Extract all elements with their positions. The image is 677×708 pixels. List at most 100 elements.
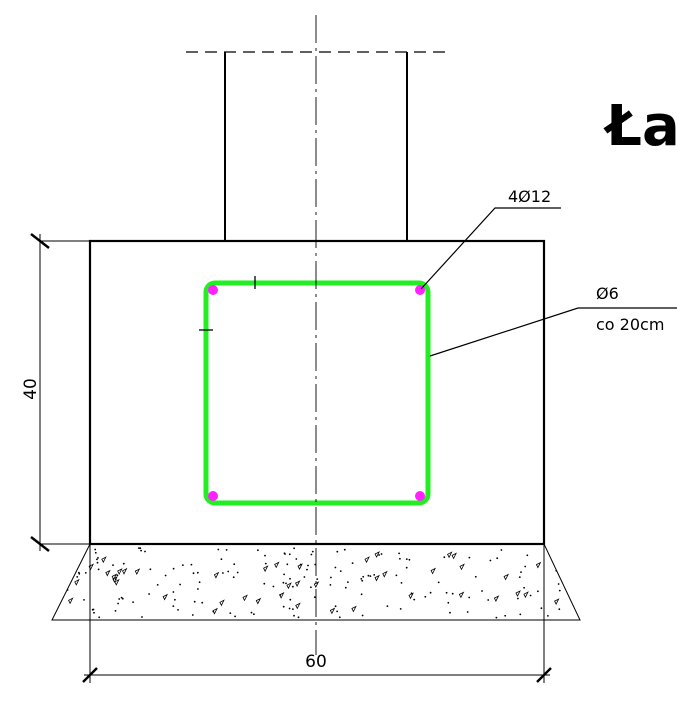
hatch-dot <box>114 610 117 612</box>
hatch-dot <box>334 605 337 608</box>
hatch-dot <box>54 572 57 575</box>
hatch-dot <box>217 548 220 551</box>
rebar-dot <box>208 285 218 295</box>
hatch-triangle <box>242 594 248 602</box>
hatch-triangle <box>213 571 220 579</box>
hatch-triangle <box>554 598 560 605</box>
hatch-triangle <box>121 567 128 575</box>
main-bars-leader <box>420 207 561 290</box>
hatch-triangle <box>74 578 80 586</box>
hatch-dot <box>191 614 194 616</box>
hatch-dot <box>289 598 292 601</box>
hatch-dot <box>292 585 294 588</box>
hatch-triangle <box>69 566 75 574</box>
hatch-dot <box>437 581 440 584</box>
hatch-triangle <box>134 568 141 575</box>
hatch-dot <box>399 557 401 560</box>
hatch-dot <box>190 563 193 566</box>
hatch-dot <box>398 552 400 555</box>
hatch-dot <box>196 571 199 574</box>
hatch-dot <box>272 585 275 588</box>
width-dimension-label: 60 <box>305 652 327 672</box>
hatch-dot <box>540 607 543 610</box>
hatch-triangle <box>286 582 292 590</box>
hatch-triangle <box>374 551 380 558</box>
hatch-dot <box>351 562 354 564</box>
hatch-triangle <box>255 597 262 605</box>
hatch-dot <box>97 568 100 571</box>
hatch-dot <box>121 597 124 600</box>
hatch-dot <box>148 593 151 595</box>
hatch-dot <box>481 590 483 592</box>
hatch-dot <box>164 574 167 577</box>
hatch-dot <box>220 558 223 561</box>
hatch-triangle <box>263 565 269 573</box>
hatch-dot <box>399 608 402 610</box>
hatch-dot <box>557 583 560 585</box>
hatch-dot <box>518 576 521 578</box>
hatch-dot <box>118 598 121 600</box>
hatch-dot <box>283 573 285 576</box>
subgrade-layer <box>51 543 581 621</box>
hatch-dot <box>94 551 97 554</box>
hatch-triangle <box>382 570 388 578</box>
hatch-dot <box>360 578 363 580</box>
hatch-dot <box>380 553 383 555</box>
hatch-dot <box>468 556 471 559</box>
hatch-dot <box>500 549 503 551</box>
hatch-dot <box>97 557 99 559</box>
hatch-dot <box>449 611 451 614</box>
hatch-dot <box>192 572 195 575</box>
hatch-dot <box>263 582 266 585</box>
hatch-triangle <box>212 607 218 615</box>
hatch-dot <box>139 547 142 550</box>
hatch-triangle <box>458 591 465 599</box>
hatch-dot <box>289 577 291 580</box>
hatch-triangle <box>274 561 280 569</box>
hatch-dot <box>264 554 266 557</box>
hatch-dot <box>292 608 294 610</box>
hatch-dot <box>172 567 175 570</box>
hatch-dot <box>504 614 507 617</box>
hatch-dot <box>316 578 319 580</box>
hatch-triangle <box>105 569 111 577</box>
hatch-dot <box>526 554 529 557</box>
hatch-dot <box>91 608 94 611</box>
hatch-triangle <box>447 551 453 559</box>
hatch-dot <box>451 592 454 595</box>
hatch-dot <box>361 579 364 582</box>
hatch-triangle <box>523 591 529 599</box>
hatch-dot <box>201 601 204 604</box>
hatch-triangle <box>535 561 542 569</box>
hatch-dot <box>336 610 338 613</box>
hatch-dot <box>149 568 152 571</box>
hatch-dot <box>496 557 499 560</box>
hatch-dot <box>297 616 300 619</box>
hatch-dot <box>429 591 432 594</box>
hatch-dot <box>250 611 253 614</box>
hatch-triangle <box>114 578 120 586</box>
hatch-triangle <box>515 590 521 597</box>
hatch-dot <box>96 558 98 561</box>
hatch-dot <box>313 596 316 599</box>
hatch-triangle <box>162 593 168 601</box>
hatch-dot <box>336 550 339 553</box>
hatch-dot <box>286 563 289 566</box>
hatch-dot <box>172 605 175 607</box>
hatch-triangle <box>503 573 509 581</box>
hatch-dot <box>395 574 398 577</box>
hatch-dot <box>284 553 286 555</box>
hatch-triangle <box>493 595 500 602</box>
hatch-dot <box>282 581 285 584</box>
hatch-triangle <box>59 575 65 583</box>
hatch-dot <box>520 571 522 573</box>
hatch-dot <box>197 588 199 590</box>
hatch-triangle <box>295 580 301 587</box>
hatch-triangle <box>364 556 370 564</box>
hatch-triangle <box>117 568 123 575</box>
hatch-dot <box>64 557 66 560</box>
hatch-dot <box>369 575 372 577</box>
hatch-dot <box>182 564 184 566</box>
hatch-dot <box>558 589 561 592</box>
